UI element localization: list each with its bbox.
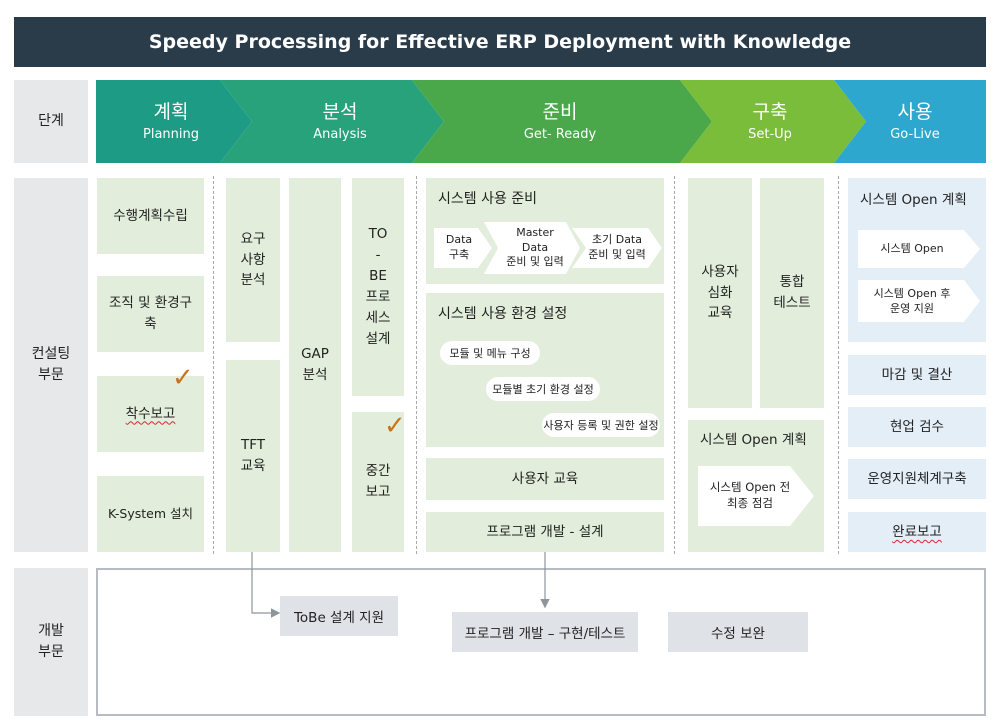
phase-setup-arrow: [680, 80, 866, 163]
group-env-setup-title: 시스템 사용 환경 설정: [438, 306, 568, 322]
task-integration-test: 통합 테스트: [760, 178, 824, 408]
task-requirements: 요구 사항 분석: [226, 178, 280, 342]
task-tft-training: TFT 교육: [226, 360, 280, 552]
task-tobe-support: ToBe 설계 지원: [280, 596, 398, 636]
checkmark-icon: ✓: [384, 411, 406, 441]
task-kickoff-label: 착수보고: [125, 405, 176, 422]
task-tobe-process: TO - BE 프로 세스 설계: [352, 178, 404, 396]
phase-ready-ko: 준비: [542, 101, 578, 124]
task-ksystem-install: K-System 설치: [97, 476, 204, 552]
task-acceptance: 현업 검수: [848, 407, 986, 447]
phase-setup: 구축 Set-Up: [710, 80, 830, 163]
env-step-init: 모듈별 초기 환경 설정: [486, 377, 600, 401]
prep-steps-arrows: [434, 222, 662, 274]
task-completion-report: 완료보고: [848, 512, 986, 552]
phase-golive-arrow: [834, 80, 986, 163]
task-program-build: 프로그램 개발 – 구현/테스트: [452, 612, 638, 652]
group-system-prep-title: 시스템 사용 준비: [438, 191, 538, 207]
golive-step-2-shape: [858, 280, 980, 322]
row-label-development: 개발 부문: [14, 568, 88, 716]
group-env-setup: 시스템 사용 환경 설정 모듈 및 메뉴 구성 모듈별 초기 환경 설정 사용자…: [426, 293, 664, 447]
task-user-training: 사용자 교육: [426, 458, 664, 500]
separator: [416, 176, 417, 554]
prep-step-2-shape: [484, 222, 580, 274]
phase-planning-arrow: [96, 80, 252, 163]
phase-ready-en: Get- Ready: [523, 126, 597, 142]
separator: [838, 176, 839, 554]
phase-analysis-ko: 분석: [322, 101, 358, 124]
final-check-arrow: [698, 466, 814, 526]
open-plan-setup-title: 시스템 Open 계획: [700, 432, 807, 448]
env-step-users: 사용자 등록 및 권한 설정: [542, 413, 660, 437]
checkmark-icon: ✓: [172, 363, 194, 393]
phase-golive-en: Go-Live: [890, 126, 940, 142]
prep-step-data: Data 구축: [445, 233, 473, 261]
task-org-env: 조직 및 환경구 축: [97, 276, 204, 352]
phase-setup-en: Set-Up: [748, 126, 792, 142]
phase-golive: 사용 Go-Live: [860, 80, 970, 163]
phase-analysis-arrow: [220, 80, 444, 163]
golive-step-arrows: [858, 230, 980, 322]
task-mid-report: 중간 보고: [352, 412, 404, 552]
prep-step-3-shape: [572, 228, 662, 268]
phase-golive-ko: 사용: [897, 101, 933, 124]
phase-ready: 준비 Get- Ready: [450, 80, 670, 163]
group-open-plan-setup: 시스템 Open 계획 시스템 Open 전 최종 점검: [688, 420, 824, 552]
row-label-consulting: 컨설팅 부문: [14, 178, 88, 552]
phase-setup-ko: 구축: [752, 101, 788, 124]
phase-analysis: 분석 Analysis: [260, 80, 420, 163]
task-advanced-training: 사용자 심화 교육: [688, 178, 752, 408]
task-closing: 마감 및 결산: [848, 355, 986, 395]
golive-step-open: 시스템 Open: [880, 241, 944, 255]
prep-step-master: Master Data 준비 및 입력: [506, 225, 564, 269]
diagram-title: Speedy Processing for Effective ERP Depl…: [14, 17, 986, 67]
task-program-design: 프로그램 개발 - 설계: [426, 512, 664, 552]
phase-planning-en: Planning: [143, 126, 199, 142]
task-plan-setup: 수행계획수립: [97, 178, 204, 254]
open-plan-golive-title: 시스템 Open 계획: [860, 192, 967, 208]
phase-analysis-en: Analysis: [313, 126, 367, 142]
env-step-menu: 모듈 및 메뉴 구성: [440, 341, 540, 365]
prep-step-initial: 초기 Data 준비 및 입력: [588, 233, 646, 261]
phase-planning-ko: 계획: [153, 101, 189, 124]
separator: [213, 176, 214, 554]
phase-planning: 계획 Planning: [96, 80, 246, 163]
group-system-prep: 시스템 사용 준비 Data 구축 Master Data 준비 및 입력 초기…: [426, 178, 664, 284]
task-gap-analysis: GAP 분석: [289, 178, 341, 552]
task-completion-label: 완료보고: [892, 523, 942, 540]
prep-step-1-shape: [434, 228, 492, 268]
phase-ready-arrow: [412, 80, 712, 163]
task-org-env-label: 조직 및 환경구 축: [108, 295, 193, 332]
golive-step-support: 시스템 Open 후 운영 지원: [873, 287, 951, 315]
connector-arrows: [251, 552, 550, 618]
task-kickoff-report: 착수보고: [97, 376, 204, 452]
task-support-system: 운영지원체계구축: [848, 459, 986, 499]
phase-chevrons: [96, 80, 986, 163]
row-label-stage: 단계: [14, 80, 88, 163]
golive-step-1-shape: [858, 230, 980, 268]
task-fix: 수정 보완: [668, 612, 808, 652]
separator: [674, 176, 675, 554]
group-open-plan-golive: 시스템 Open 계획 시스템 Open 시스템 Open 후 운영 지원: [848, 178, 986, 342]
open-plan-setup-step: 시스템 Open 전 최종 점검: [709, 480, 791, 510]
